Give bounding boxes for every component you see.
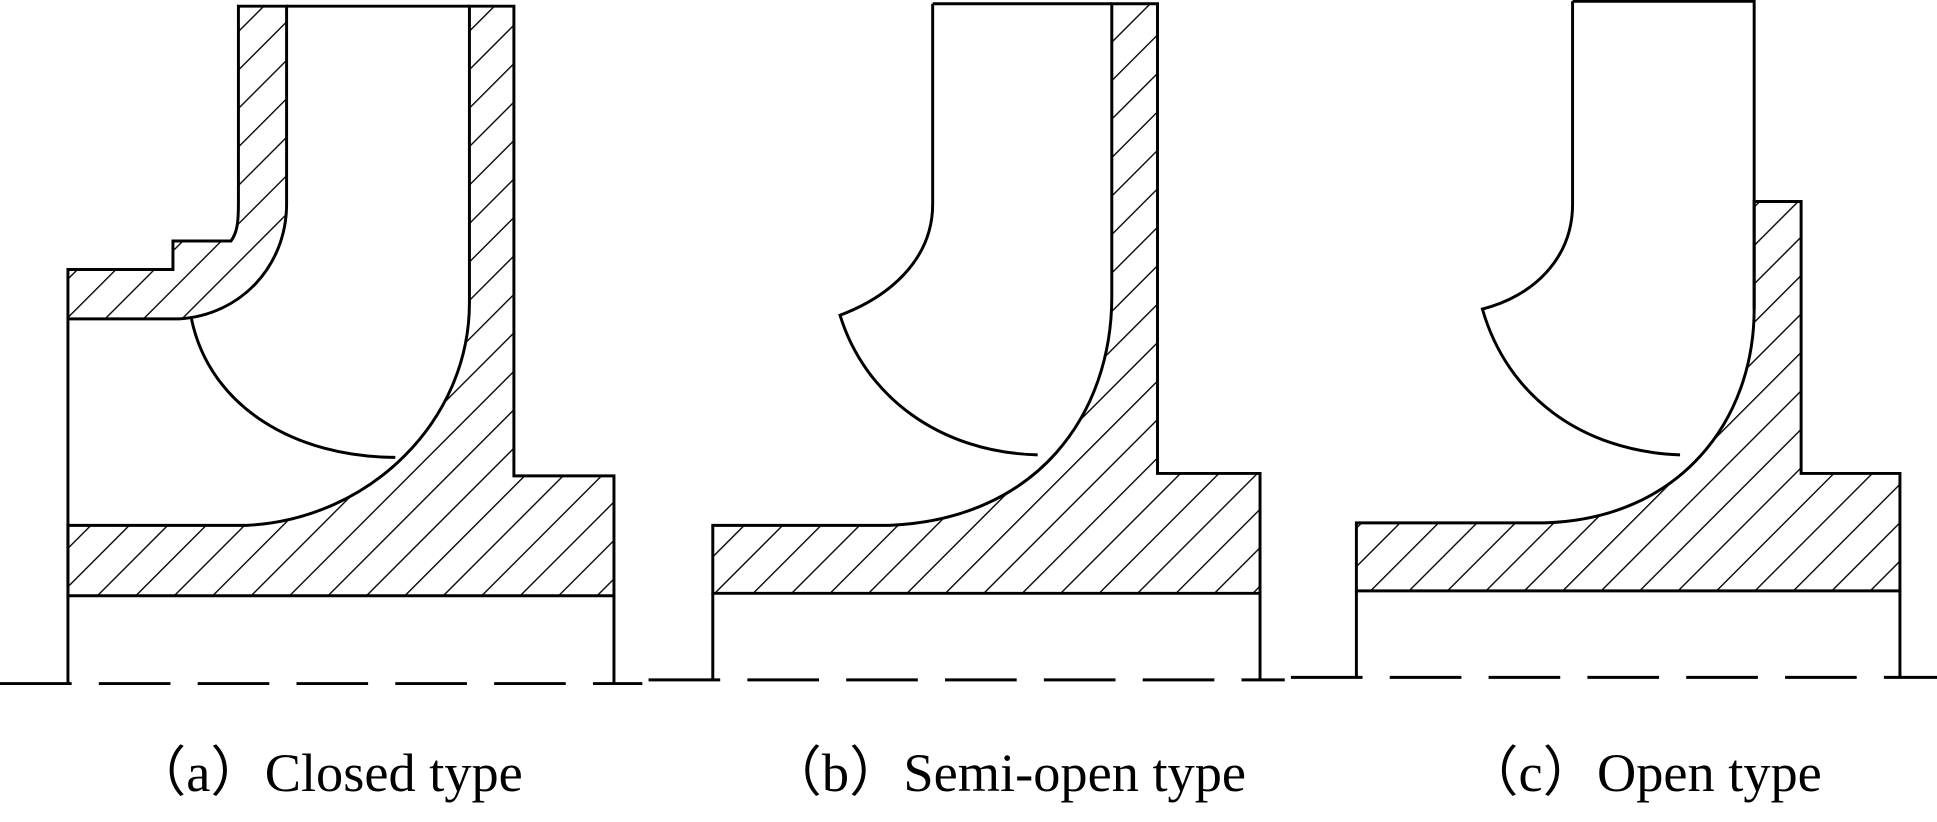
support-walls [66,318,616,684]
blade-outline [838,3,1038,457]
panel-semi-open-impeller: （b）Semi-open type [648,2,1285,803]
caption-semi-open: （b）Semi-open type [768,743,1246,803]
panel-open-impeller: （c）Open type [1290,0,1937,803]
support-walls [711,593,1262,680]
hub-back-plate [711,2,1262,595]
hub-back-plate [1354,199,1902,593]
blade-outline [190,318,396,459]
support-walls [1354,590,1902,678]
panel-closed-impeller: （a）Closed type [0,4,643,803]
blade-outline [1480,1,1681,457]
caption-closed: （a）Closed type [132,743,523,803]
front-shroud [66,4,289,321]
blade-top [1572,0,1756,310]
caption-open: （c）Open type [1464,743,1822,803]
